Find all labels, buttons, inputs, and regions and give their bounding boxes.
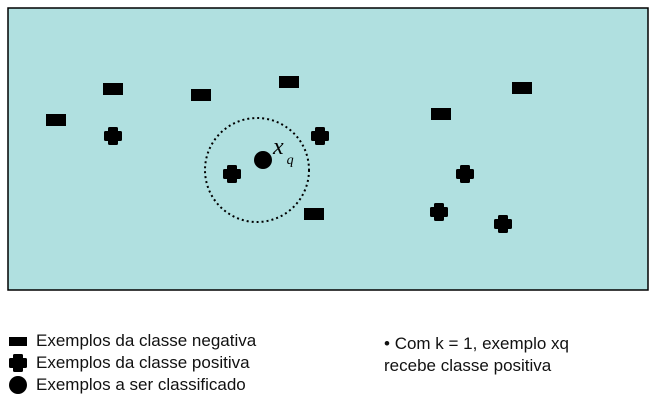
- legend: Exemplos da classe negativa Exemplos da …: [8, 330, 256, 396]
- legend-item-negative: Exemplos da classe negativa: [8, 330, 256, 352]
- legend-negative-label: Exemplos da classe negativa: [36, 331, 257, 350]
- plus-icon: [8, 352, 30, 374]
- legend-item-positive: Exemplos da classe positiva: [8, 352, 256, 374]
- negative-example: [431, 108, 451, 120]
- note-bullet: •: [384, 334, 390, 353]
- legend-item-query: Exemplos a ser classificado: [8, 374, 256, 396]
- knn-diagram: xq: [7, 7, 649, 291]
- positive-example: [430, 203, 448, 221]
- note-line-1: • Com k = 1, exemplo xq: [384, 333, 644, 355]
- negative-example: [191, 89, 211, 101]
- note-text-2: recebe classe positiva: [384, 356, 552, 375]
- positive-example: [311, 127, 329, 145]
- query-label-x: x: [272, 134, 284, 160]
- negative-example: [46, 114, 66, 126]
- negative-example: [304, 208, 324, 220]
- negative-example: [512, 82, 532, 94]
- positive-examples: [104, 127, 512, 233]
- neighborhood-circle: [204, 117, 310, 223]
- negative-example: [279, 76, 299, 88]
- positive-example: [456, 165, 474, 183]
- positive-example: [104, 127, 122, 145]
- negative-example: [103, 83, 123, 95]
- query-label-subscript: q: [287, 153, 294, 168]
- minus-icon: [8, 330, 30, 352]
- filled-circle-icon: [8, 374, 30, 396]
- legend-query-label: Exemplos a ser classificado: [36, 375, 246, 394]
- query-label: xq: [272, 134, 294, 168]
- positive-example: [494, 215, 512, 233]
- negative-examples: [46, 76, 532, 220]
- positive-example: [223, 165, 241, 183]
- result-note: • Com k = 1, exemplo xq recebe classe po…: [384, 333, 644, 377]
- feature-space-panel: [7, 7, 649, 291]
- legend-positive-label: Exemplos da classe positiva: [36, 353, 250, 372]
- query-point: [254, 151, 272, 169]
- note-text-1: Com k = 1, exemplo xq: [394, 334, 570, 353]
